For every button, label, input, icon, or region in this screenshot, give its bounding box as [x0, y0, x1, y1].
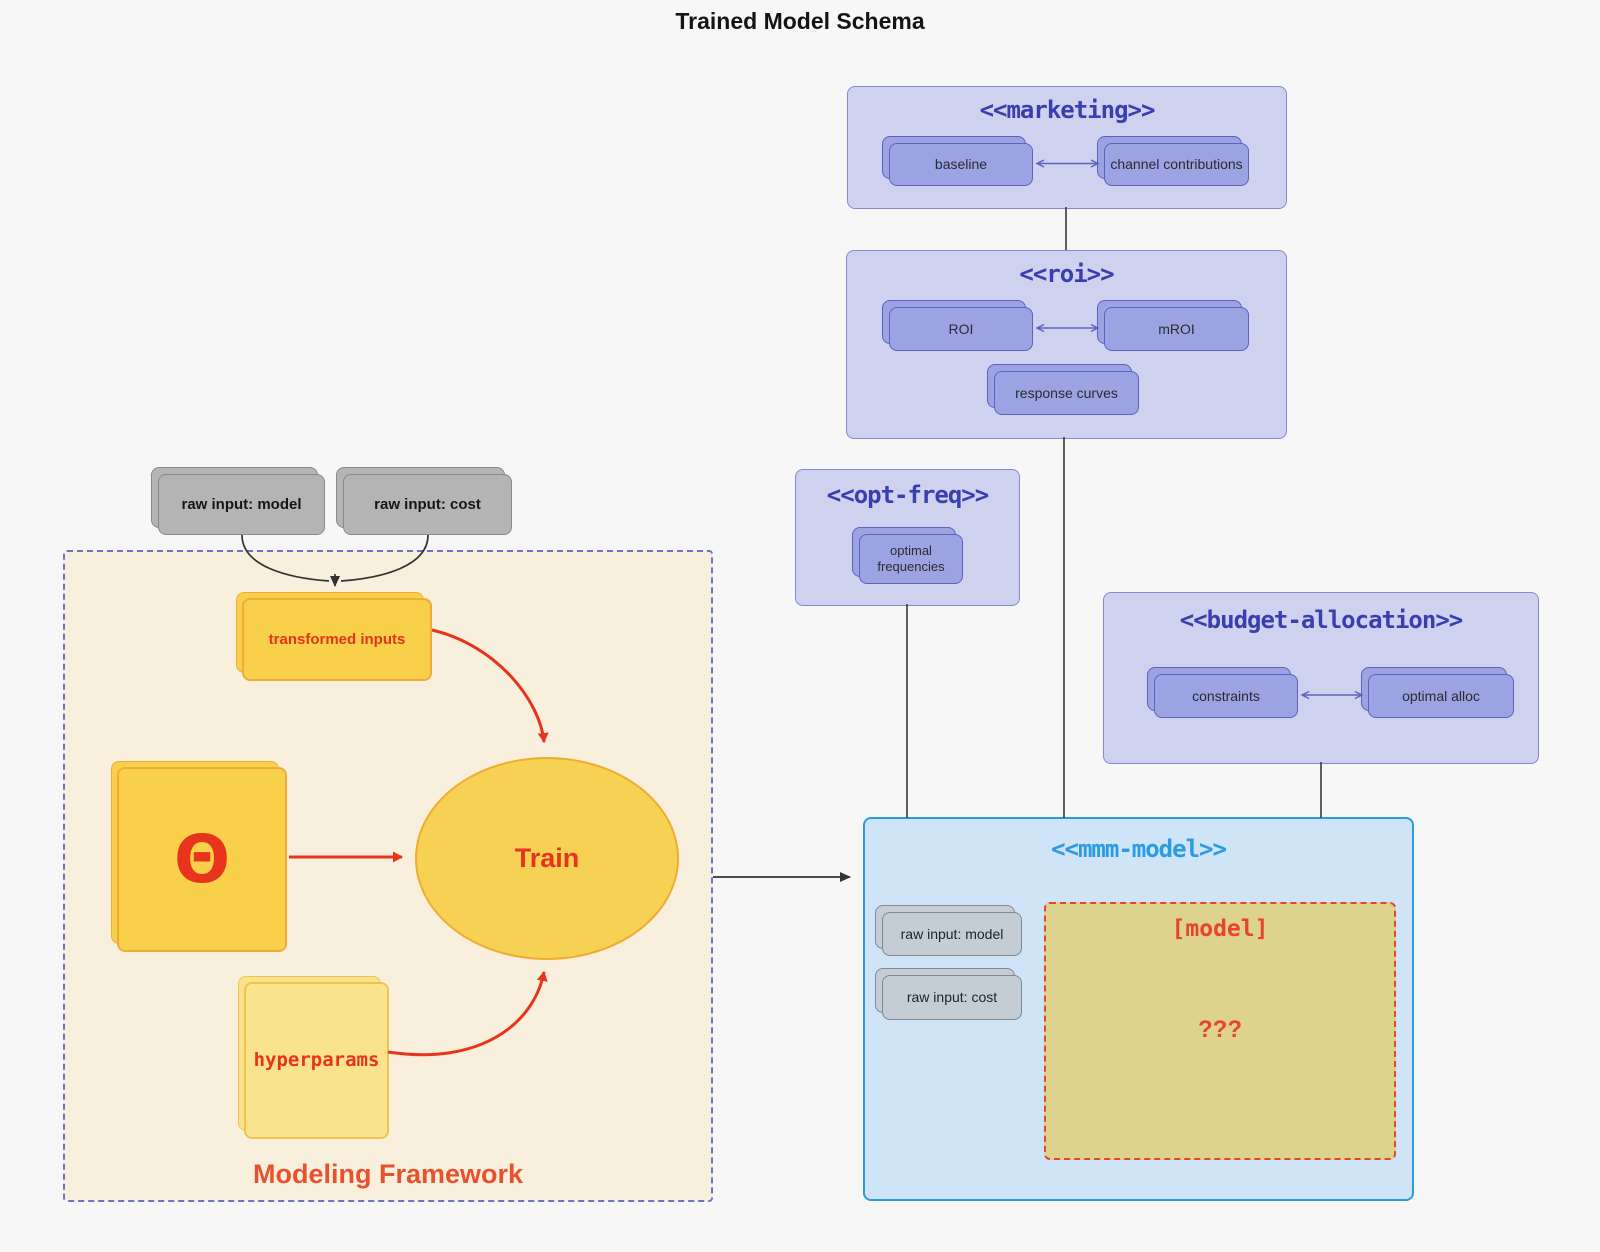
group-opt-freq-title: <<opt-freq>>: [826, 481, 989, 509]
node-transformed-inputs-label: transformed inputs: [268, 630, 406, 648]
page-title: Trained Model Schema: [675, 8, 925, 34]
node-optimal-frequencies: optimal frequencies: [852, 527, 963, 584]
node-response-curves: response curves: [987, 364, 1139, 415]
node-roi: ROI: [882, 300, 1033, 351]
node-constraints-label: constraints: [1192, 687, 1260, 704]
node-roi-label: ROI: [948, 320, 974, 337]
node-mmm-raw-input-model: raw input: model: [875, 905, 1022, 956]
node-raw-input-model-label: raw input: model: [181, 495, 302, 513]
node-mmm-raw-input-model-label: raw input: model: [900, 925, 1004, 942]
node-optimal-frequencies-label: optimal frequencies: [877, 543, 945, 574]
node-baseline: baseline: [882, 136, 1033, 186]
node-theta: Θ: [111, 761, 287, 952]
node-mroi-label: mROI: [1158, 320, 1195, 337]
group-roi-title: <<roi>>: [1019, 260, 1114, 288]
group-mmm-model: <<mmm-model>> raw input: model raw input…: [863, 817, 1414, 1201]
node-mmm-raw-input-cost: raw input: cost: [875, 968, 1022, 1020]
group-marketing: <<marketing>> baseline channel contribut…: [847, 86, 1287, 209]
node-mmm-raw-input-cost-label: raw input: cost: [906, 989, 998, 1006]
group-marketing-title: <<marketing>>: [979, 96, 1156, 124]
node-channel-contributions-label: channel contributions: [1110, 156, 1243, 173]
modeling-framework-label: Modeling Framework: [252, 1159, 524, 1189]
group-budget-allocation-title: <<budget-allocation>>: [1179, 606, 1463, 634]
group-budget-allocation: <<budget-allocation>> constraints optima…: [1103, 592, 1539, 764]
node-hyperparams: hyperparams: [238, 976, 389, 1139]
model-placeholder-question-marks: ???: [1198, 1016, 1242, 1043]
group-roi: <<roi>> ROI mROI response curves: [846, 250, 1287, 439]
node-baseline-label: baseline: [934, 156, 988, 173]
node-response-curves-label: response curves: [1015, 384, 1118, 401]
node-mroi: mROI: [1097, 300, 1249, 351]
modeling-framework-group: transformed inputs Θ Train hyperparams M…: [63, 550, 713, 1202]
node-train-ellipse: Train: [415, 757, 679, 960]
group-opt-freq: <<opt-freq>> optimal frequencies: [795, 469, 1020, 606]
model-placeholder-title: [model]: [1171, 916, 1269, 942]
node-constraints: constraints: [1147, 667, 1298, 718]
node-raw-input-model: raw input: model: [151, 467, 325, 535]
node-raw-input-cost: raw input: cost: [336, 467, 512, 535]
node-optimal-alloc: optimal alloc: [1361, 667, 1514, 718]
node-channel-contributions: channel contributions: [1097, 136, 1249, 186]
group-mmm-model-title: <<mmm-model>>: [1051, 835, 1227, 863]
node-raw-input-cost-label: raw input: cost: [374, 495, 481, 513]
node-model-placeholder: [model] ???: [1044, 902, 1396, 1160]
theta-symbol: Θ: [173, 820, 231, 898]
node-transformed-inputs: transformed inputs: [236, 592, 432, 681]
node-hyperparams-label: hyperparams: [253, 1049, 380, 1072]
node-optimal-alloc-label: optimal alloc: [1402, 687, 1480, 704]
node-train-label: Train: [514, 843, 580, 873]
